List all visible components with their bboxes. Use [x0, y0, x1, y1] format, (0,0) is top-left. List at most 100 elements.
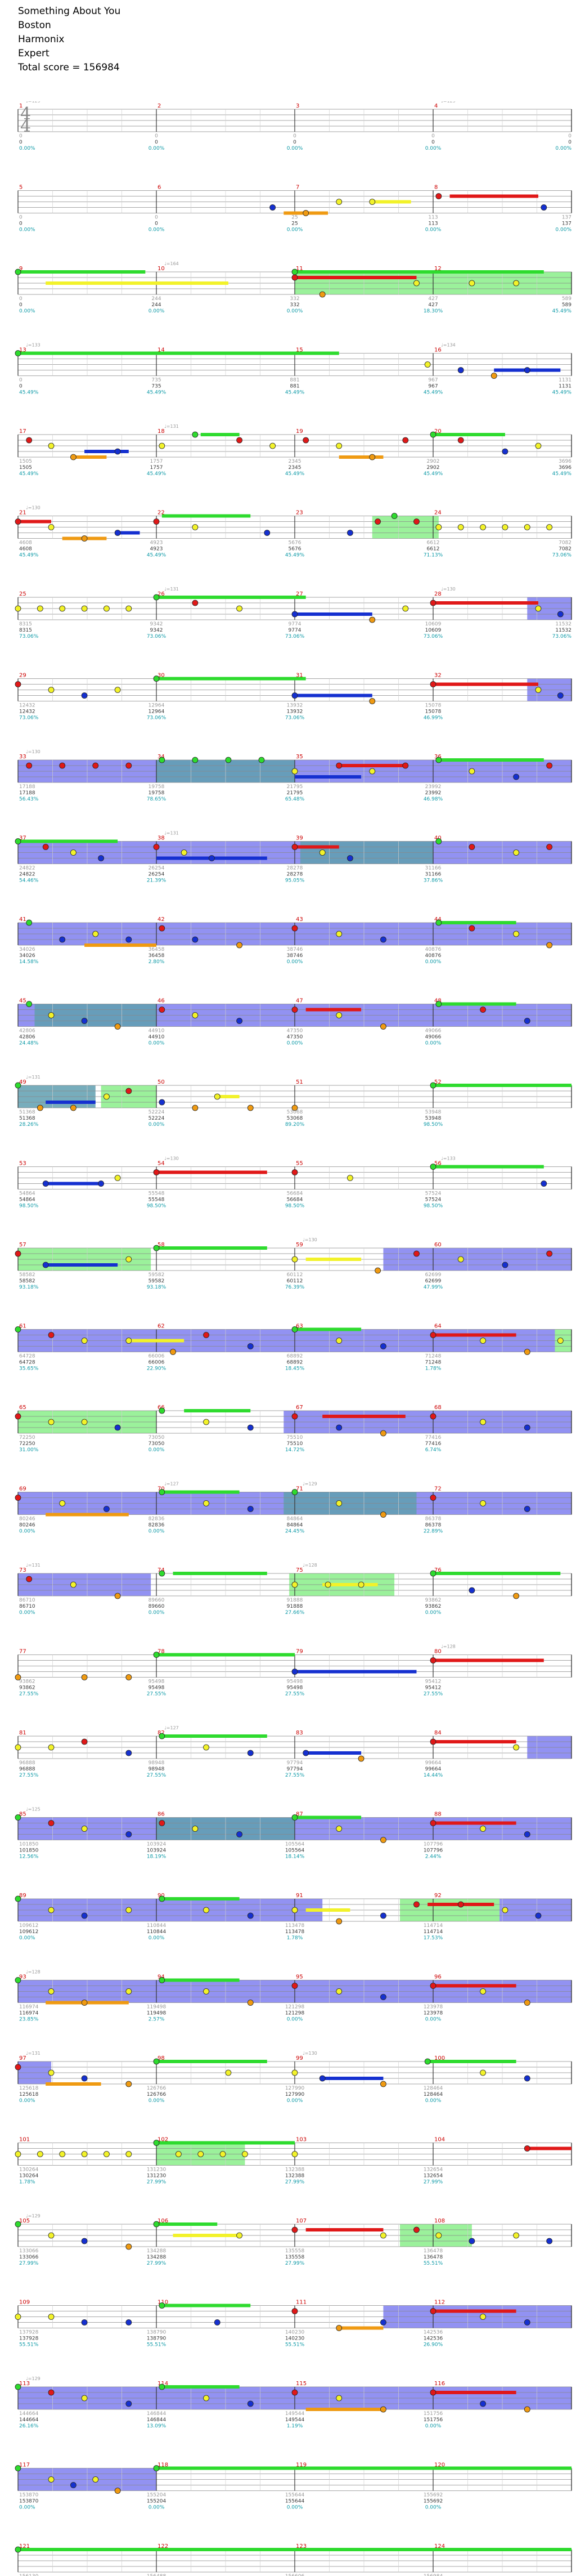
running-score: 62699 — [425, 1278, 442, 1284]
note-gem — [37, 605, 43, 612]
sustain-tail — [433, 2309, 516, 2313]
overdrive-percent: 27.99% — [424, 2180, 443, 2185]
beat-position-label: 132654 — [424, 2167, 443, 2173]
note-gem — [48, 2389, 55, 2396]
measure-number: 65 — [19, 1405, 26, 1411]
overdrive-percent: 24.45% — [285, 1529, 305, 1535]
running-score: 3696 — [559, 465, 572, 471]
note-gem — [114, 2488, 121, 2494]
measure-number: 104 — [434, 2137, 445, 2143]
note-gem — [469, 768, 475, 775]
note-gem — [291, 925, 298, 932]
note-gem — [469, 844, 475, 850]
beat-position-label: 11532 — [555, 621, 572, 627]
note-gem — [125, 2400, 132, 2407]
running-score: 96888 — [19, 1766, 35, 1772]
note-gem — [303, 437, 309, 444]
tempo-marker: ♩=133 — [441, 1156, 456, 1161]
overdrive-percent: 14.58% — [19, 959, 39, 965]
note-gem — [380, 2232, 386, 2239]
beat-position-label: 130264 — [19, 2167, 39, 2173]
sustain-tail — [156, 677, 306, 681]
tempo-marker: ♩=127 — [164, 1725, 179, 1730]
overdrive-percent: 0.00% — [19, 2505, 35, 2511]
note-gem — [214, 2319, 220, 2325]
overdrive-percent: 0.00% — [287, 1041, 303, 1046]
note-gem — [535, 1912, 542, 1919]
sustain-tail — [305, 2228, 384, 2231]
overdrive-percent: 98.50% — [285, 1204, 305, 1209]
beat-position-label: 107796 — [424, 1842, 443, 1848]
note-gem — [192, 524, 199, 530]
overdrive-percent: 0.00% — [287, 959, 303, 965]
running-score: 80246 — [19, 1523, 35, 1528]
overdrive-percent: 98.50% — [424, 1122, 443, 1128]
sustain-tail — [217, 1095, 240, 1098]
running-score: 140230 — [285, 2336, 305, 2342]
note-gem — [291, 1489, 298, 1495]
beat-position-label: 244 — [151, 296, 161, 302]
measure-number: 54 — [158, 1161, 165, 1167]
note-gem — [291, 844, 298, 850]
note-gem — [236, 1018, 243, 1024]
beat-position-label: 73050 — [148, 1435, 165, 1441]
overdrive-percent: 0.00% — [19, 146, 35, 151]
beat-position-label: 24822 — [19, 866, 35, 871]
running-score: 155204 — [147, 2499, 166, 2505]
note-gem — [153, 676, 160, 682]
note-gem — [358, 1581, 364, 1588]
measure-number: 74 — [158, 1567, 165, 1573]
overdrive-percent: 31.00% — [19, 1447, 39, 1453]
sustain-tail — [18, 270, 146, 274]
note-gem — [15, 1814, 21, 1821]
note-gem — [48, 1012, 55, 1018]
note-gem — [380, 1511, 386, 1518]
beat-position-label: 137928 — [19, 2330, 39, 2336]
overdrive-percent: 0.00% — [287, 146, 303, 151]
note-gem — [15, 1977, 21, 1983]
note-gem — [181, 849, 187, 856]
note-gem — [480, 1007, 486, 1013]
note-gem — [15, 1326, 21, 1332]
measure-number: 29 — [19, 673, 26, 679]
sustain-tail — [18, 839, 118, 843]
note-gem — [513, 931, 519, 937]
tempo-marker: ♩=125 — [26, 1807, 40, 1812]
note-gem — [81, 1018, 88, 1024]
note-gem — [402, 605, 409, 612]
measure-number: 30 — [158, 673, 165, 679]
measure-number: 115 — [296, 2381, 307, 2387]
overdrive-percent: 0.00% — [425, 227, 442, 233]
note-gem — [153, 2221, 160, 2228]
note-gem — [98, 1180, 105, 1187]
note-gem — [225, 2069, 232, 2076]
overdrive-percent: 24.48% — [19, 1041, 39, 1046]
beat-position-label: 110844 — [147, 1923, 166, 1929]
note-gem — [424, 361, 431, 368]
note-gem — [125, 1988, 132, 1994]
tempo-marker: ♩=128 — [26, 1970, 40, 1975]
measure-number: 10 — [158, 266, 165, 272]
sustain-tail — [184, 1409, 251, 1412]
running-score: 40876 — [425, 953, 442, 959]
running-score: 31166 — [425, 872, 442, 878]
note-gem — [203, 1500, 209, 1506]
note-gem — [513, 280, 519, 287]
overdrive-percent: 55.51% — [147, 2342, 166, 2348]
overdrive-percent: 65.48% — [285, 797, 305, 802]
running-score: 97794 — [287, 1766, 303, 1772]
running-score: 57524 — [425, 1197, 442, 1203]
measure-number: 9 — [19, 266, 22, 272]
overdrive-percent: 27.55% — [424, 1692, 443, 1697]
sustain-tail — [433, 2391, 516, 2394]
note-gem — [391, 513, 398, 519]
note-gem — [502, 524, 508, 530]
measure-number: 106 — [158, 2218, 168, 2224]
note-gem — [214, 1093, 220, 1100]
running-score: 735 — [151, 384, 161, 390]
tempo-marker: ♩=130 — [303, 2051, 317, 2056]
beat-position-label: 0 — [19, 296, 22, 302]
sustain-tail — [46, 281, 228, 285]
running-score: 19758 — [148, 790, 165, 796]
difficulty-label: Expert — [18, 48, 50, 59]
